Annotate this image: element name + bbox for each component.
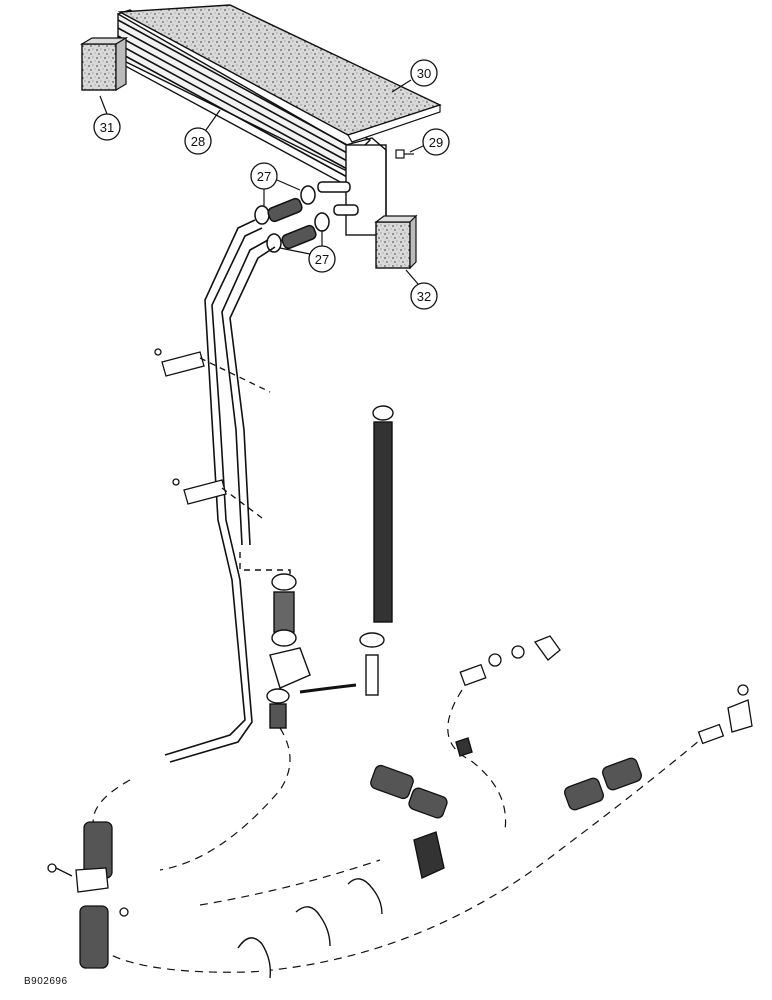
cooler-tubes: [317, 181, 359, 216]
callout-27-lower: 27: [279, 230, 336, 273]
vertical-tube: [299, 405, 394, 696]
clamp-hardware: [47, 863, 129, 917]
svg-text:30: 30: [417, 66, 431, 81]
svg-text:28: 28: [191, 134, 205, 149]
hose-clamps: [254, 185, 330, 253]
foam-block-right: [374, 214, 418, 270]
spring-guard-right: [564, 757, 642, 811]
svg-text:32: 32: [417, 289, 431, 304]
bolt-icon: [395, 149, 414, 159]
cooler-screen: [117, 4, 442, 143]
callout-27-upper: 27: [250, 162, 301, 206]
cable-clamps: [237, 737, 473, 979]
callout-28: 28: [184, 109, 221, 155]
tube-clamp-lower: [172, 478, 263, 519]
callout-30: 30: [391, 59, 438, 93]
routing-lines: [89, 689, 701, 973]
steel-tubes: [164, 219, 276, 763]
tube-clamp-upper: [154, 348, 271, 393]
callout-32: 32: [405, 269, 438, 310]
svg-text:27: 27: [315, 252, 329, 267]
callout-31: 31: [93, 95, 121, 141]
elbow-fittings: [459, 635, 753, 745]
fitting-stack: [239, 552, 311, 729]
foam-pad-left: [79, 36, 129, 92]
svg-text:27: 27: [257, 169, 271, 184]
svg-text:29: 29: [429, 135, 443, 150]
callout-29: 29: [409, 128, 450, 156]
spring-guard-center: [370, 764, 448, 819]
svg-text:31: 31: [100, 120, 114, 135]
spring-guard-lower-left: [79, 905, 109, 969]
figure-id: B902696: [24, 976, 68, 987]
